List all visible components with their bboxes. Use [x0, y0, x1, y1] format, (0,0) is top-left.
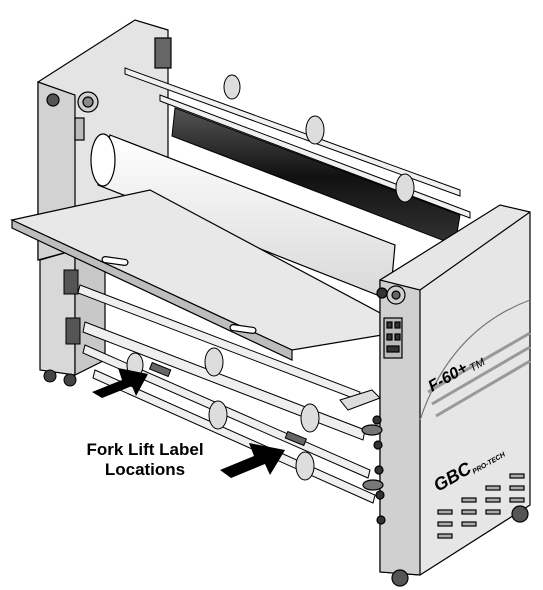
callout-line-1: Fork Lift Label: [86, 440, 204, 459]
left-lower-details: [43, 269, 81, 387]
right-frame: [361, 204, 531, 587]
callout-line-2: Locations: [104, 460, 186, 479]
lower-rollers: [77, 284, 381, 504]
fork-lift-callout: Fork Lift Label Locations: [60, 440, 230, 480]
rear-rollers: [124, 67, 471, 246]
fork-lift-arrow-upper: [92, 368, 148, 398]
fork-lift-arrow-lower: [220, 443, 285, 478]
vent-slots: [437, 473, 525, 539]
